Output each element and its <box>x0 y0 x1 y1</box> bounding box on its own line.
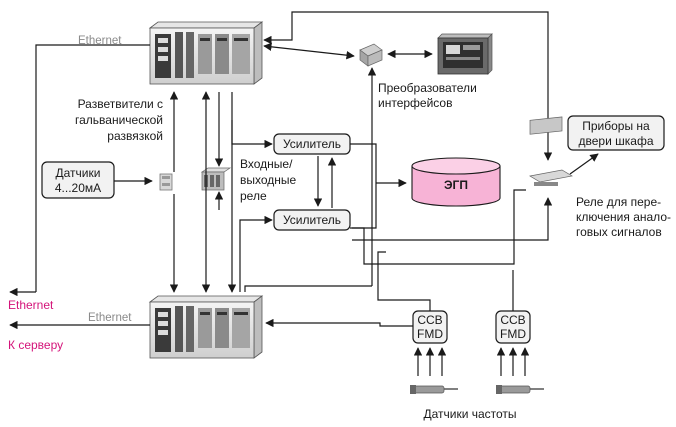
splitters-label-3: развязкой <box>107 129 163 143</box>
plc-to-amp1-arrow <box>231 120 273 149</box>
egp-cylinder <box>411 157 501 207</box>
ccb-fmd-2-label-2: FMD <box>500 327 526 341</box>
plc-to-amp2-arrow <box>239 215 273 292</box>
relay-to-door-arrow <box>569 153 599 175</box>
converters-label-2: интерфейсов <box>378 96 452 110</box>
io-relay-label-1: Входные/ <box>240 157 293 171</box>
door-devices-box <box>567 115 665 151</box>
amplifier-1-label: Усилитель <box>283 137 341 151</box>
splitter-device <box>159 173 173 191</box>
amplifier-2-box <box>273 209 351 231</box>
io-relay-label-3: реле <box>240 189 267 203</box>
interface-converter-device <box>359 43 383 67</box>
freq-arrows-2 <box>496 347 530 376</box>
door-devices-label-2: двери шкафа <box>579 134 654 148</box>
ccb1-to-plc-bottom-arrow <box>265 318 413 328</box>
freq-sensors-label: Датчики частоты <box>423 407 516 421</box>
plc-top-to-converter-arrow <box>263 42 355 60</box>
to-server-label: К серверу <box>8 338 63 352</box>
amp2-to-relay-arrow <box>352 197 553 241</box>
analog-relay-device <box>529 116 573 186</box>
amp-to-relay-line <box>352 189 526 265</box>
converter-to-plc-bottom-line <box>244 285 372 292</box>
ethernet-top-label: Ethernet <box>78 35 122 47</box>
relay-analog-label-2: ключения анало- <box>576 210 671 224</box>
sensors-box <box>41 161 115 199</box>
door-devices-label-1: Приборы на <box>582 119 650 133</box>
splitters-label-1: Разветвители с <box>78 97 163 111</box>
ccb-fmd-2-label-1: CCB <box>500 313 525 327</box>
freq-sensor-2 <box>496 385 544 394</box>
ccb-fmd-1-label-1: CCB <box>417 313 442 327</box>
hmi-panel-device <box>437 33 493 75</box>
ethernet-bottom-label: Ethernet <box>88 312 132 324</box>
egp-label: ЭГП <box>444 178 468 192</box>
ccb-fmd-1-label-2: FMD <box>417 327 443 341</box>
freq-sensor-1 <box>410 385 458 394</box>
relay-analog-label-1: Реле для пере- <box>576 195 661 209</box>
amplifier-2-label: Усилитель <box>283 213 341 227</box>
sensors-label-2: 4...20мА <box>55 181 101 195</box>
ethernet-top-link <box>9 44 150 297</box>
freq-arrows-1 <box>413 347 447 376</box>
plc-bottom <box>148 295 264 359</box>
splitters-label-2: гальванической <box>75 113 163 127</box>
ccb1-up-line <box>377 251 431 311</box>
sensors-label-1: Датчики <box>56 166 101 180</box>
converters-label-1: Преобразователи <box>378 81 477 95</box>
relay-analog-label-3: говых сигналов <box>576 225 662 239</box>
io-relay-label-2: выходные <box>240 173 297 187</box>
plc-top-to-analog-relay-line <box>263 11 553 161</box>
ethernet-left-label: Ethernet <box>8 298 54 312</box>
plc-top <box>148 21 264 85</box>
